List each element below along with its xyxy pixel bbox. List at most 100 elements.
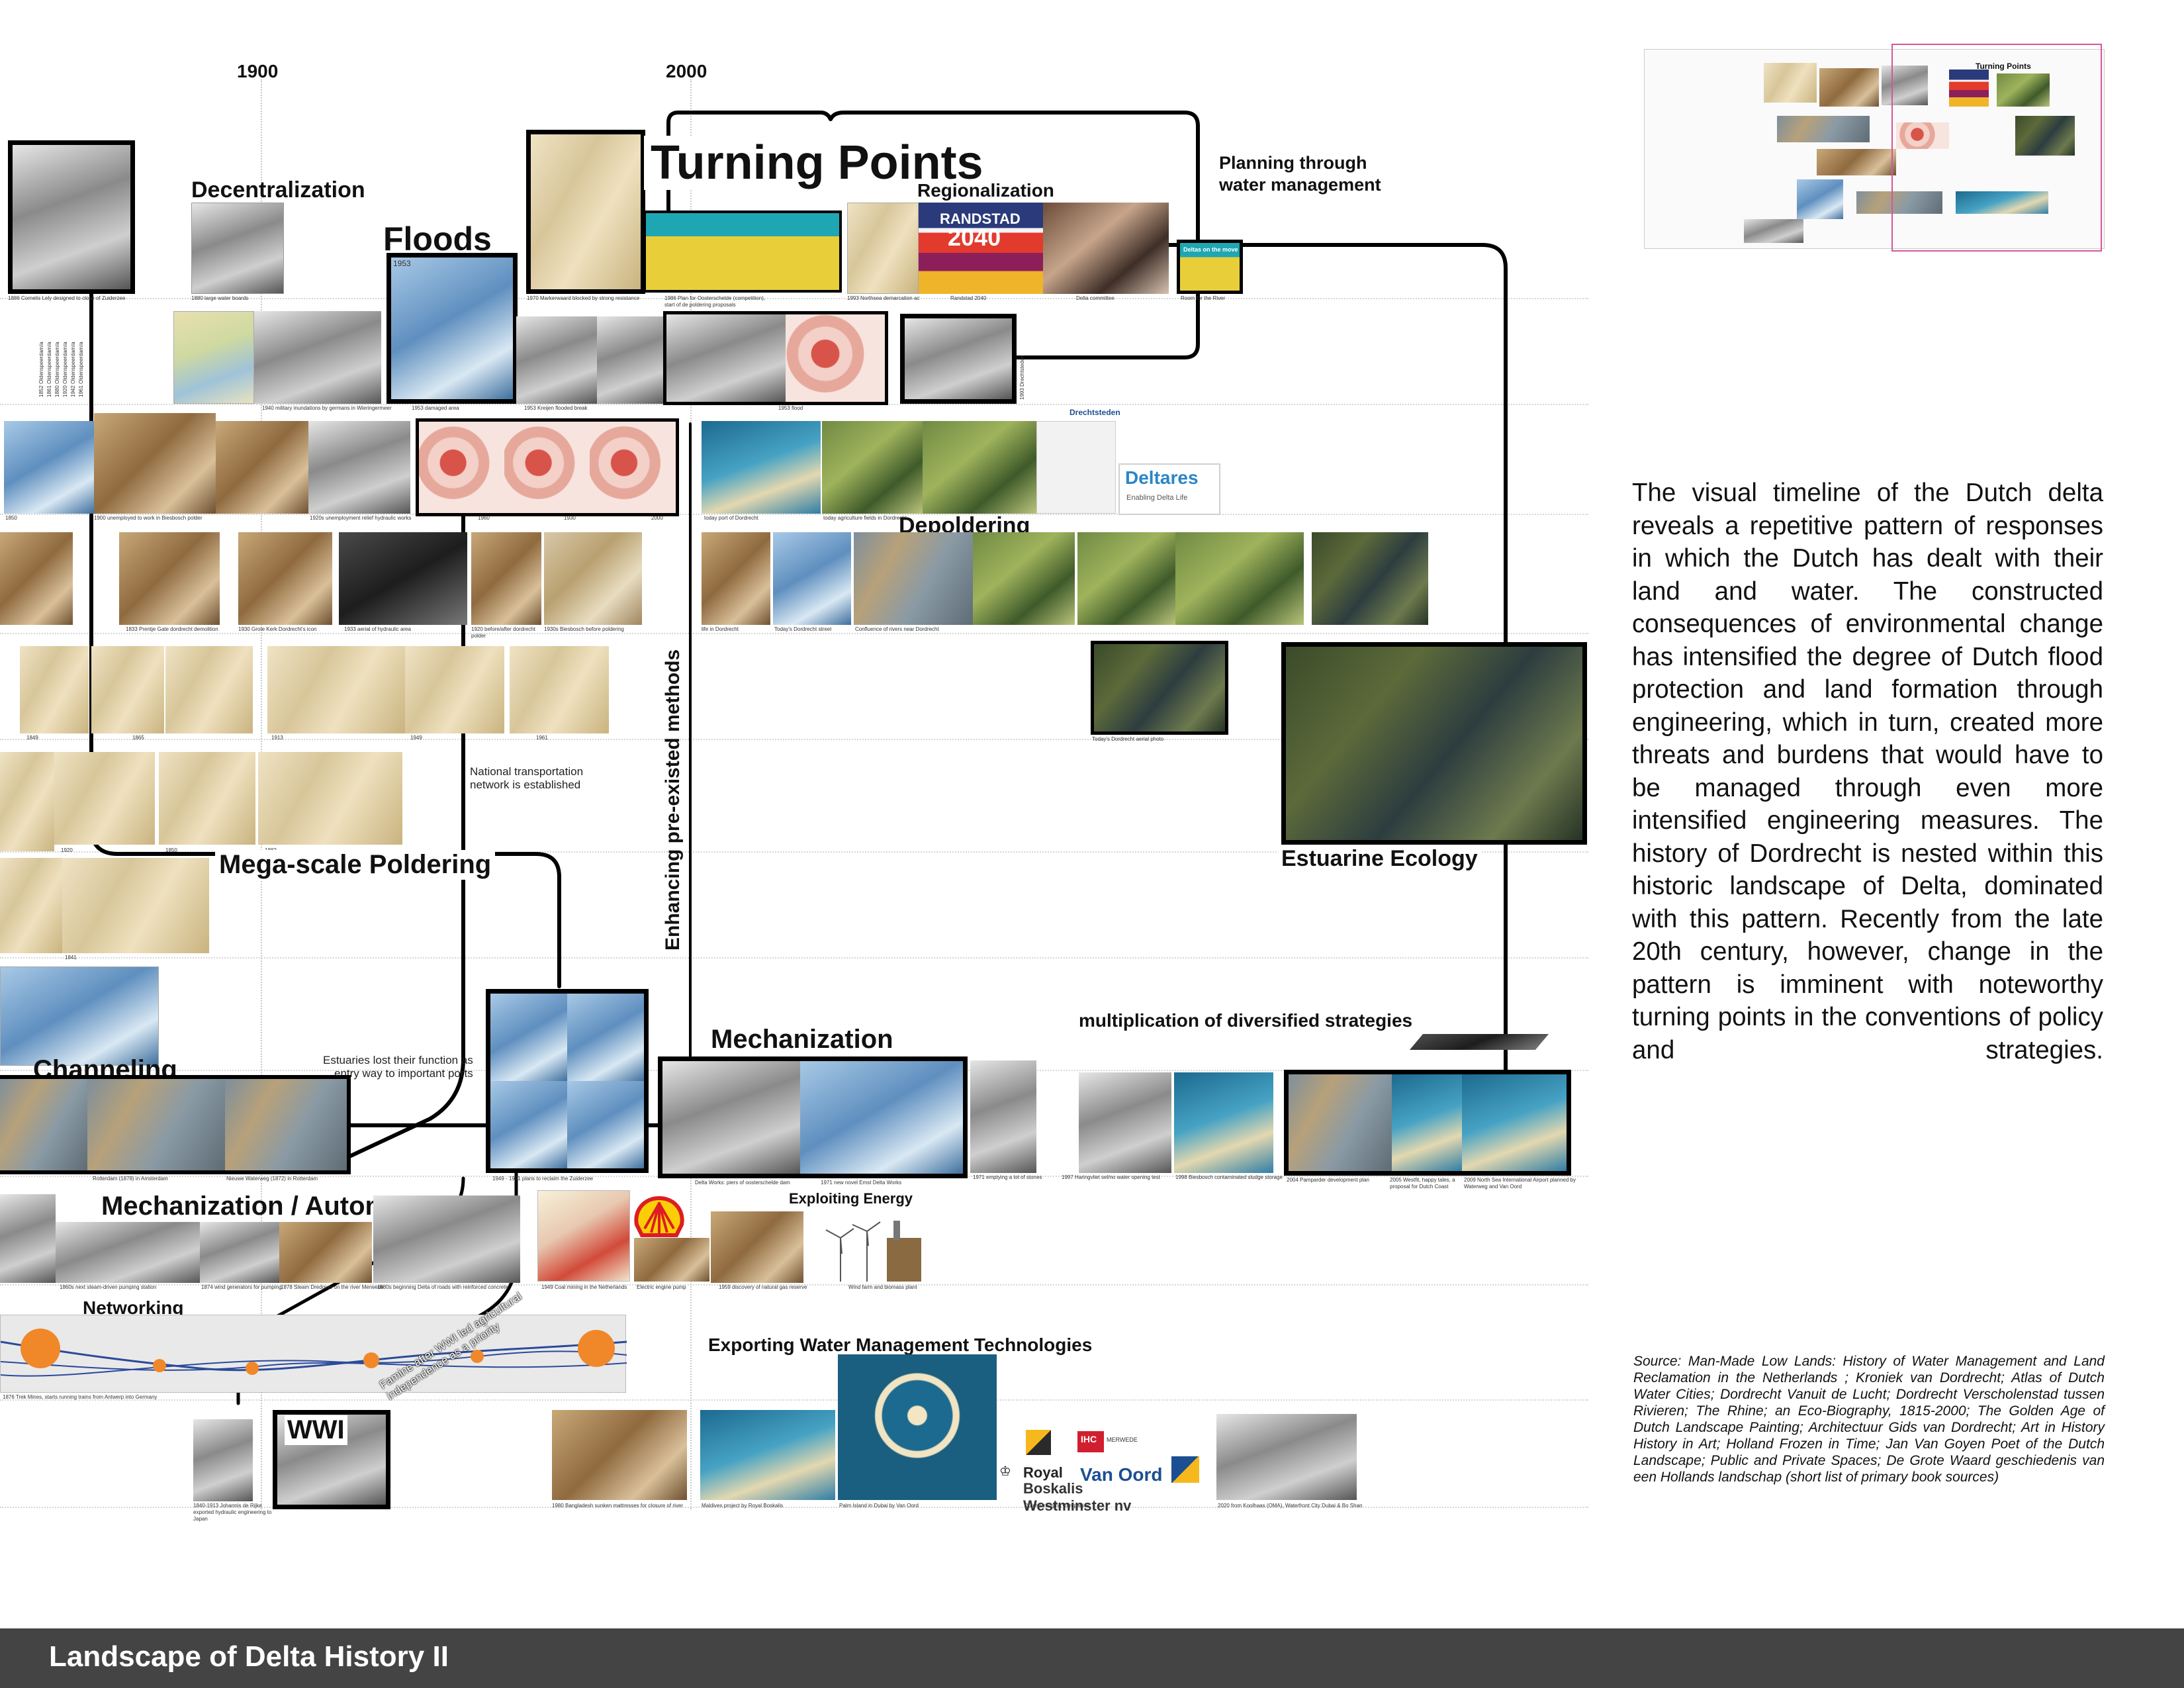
- rotterdam-aerial: [87, 1079, 225, 1170]
- annotation-transport: National transportation network is estab…: [470, 765, 584, 791]
- caption-1949: 1949: [410, 735, 422, 741]
- theme-enhancing-methods: Enhancing pre-existed methods: [662, 649, 684, 951]
- theme-turning-points: Turning Points: [644, 136, 990, 190]
- theme-mega-poldering: Mega-scale Poldering: [215, 850, 496, 880]
- risk-map-1960: [419, 422, 504, 513]
- historic-map-1913: [267, 646, 405, 733]
- theme-multiplication: multiplication of diversified strategies: [1079, 1010, 1413, 1031]
- caption-oosterschelde: 1986 Plan for Oosterschelde (competition…: [664, 295, 766, 308]
- caption-port: today port of Dordrecht: [704, 515, 758, 521]
- gas-platform-illustration: [711, 1211, 803, 1283]
- relief-works-photo: [308, 421, 410, 514]
- caption-confluence: Confluence of rivers near Dordrecht: [855, 626, 939, 632]
- caption-map-1920: 1920: [61, 847, 73, 853]
- theme-planning: Planning through water management: [1219, 153, 1381, 195]
- caption-water-boards: 1880 large water boards: [191, 295, 249, 301]
- historic-map-1866: [91, 646, 164, 733]
- wetland-sat-photo: [1312, 532, 1428, 625]
- waterfront-city-model: [1216, 1414, 1357, 1500]
- de-rijke-statue-photo: [193, 1419, 253, 1501]
- caption-polder-before: 1920 before/after dordrecht polder: [471, 626, 535, 639]
- flood-break-photo-2: [597, 316, 668, 404]
- caption-1850: 1850: [5, 515, 17, 521]
- biesbosch-aerial-photo: [544, 532, 642, 625]
- caption-wind-gen: 1874 wind generators for pumping: [201, 1284, 282, 1290]
- caption-wind-farm: Wind farm and biomass plant: [848, 1284, 917, 1290]
- theme-networking: Networking: [83, 1297, 184, 1318]
- randstad-year: 2040: [948, 224, 1001, 251]
- overview-thumbnail: Turning Points: [1644, 49, 2105, 249]
- channel-aerial-1: [0, 1079, 87, 1170]
- flood-break-photo-1: [516, 316, 597, 404]
- palm-island-photo: [838, 1354, 997, 1500]
- wetland-aerial-photo: [1175, 532, 1304, 625]
- river-confluence-photo: [854, 532, 973, 625]
- deltas-report-title: Deltas on the move: [1183, 246, 1238, 253]
- caption-1849: 1849: [26, 735, 38, 741]
- electric-pump-photo: [634, 1238, 709, 1282]
- caption-airport: 2009 North Sea International Airport pla…: [1464, 1177, 1576, 1190]
- caption-1961: 1961: [536, 735, 548, 741]
- caption-inundation: 1940 military inundations by germans in …: [262, 405, 392, 411]
- agriculture-fields-photo: [822, 421, 923, 514]
- dordrecht-tower-photo: [702, 532, 770, 625]
- caption-dredgers: 1878 Steam Dredgers on the river Merwede: [281, 1284, 384, 1290]
- caption-lely: 1886 Cornelis Lely designed to close of …: [8, 295, 126, 301]
- delta-satellite-image: [1281, 642, 1587, 845]
- caption-biesbosch-before: 1930s Biesbosch before poldering: [544, 626, 624, 632]
- coal-mining-poster: [537, 1190, 630, 1282]
- northsea-airport-plan: [1462, 1074, 1567, 1171]
- future-projects-frame: [1284, 1070, 1571, 1176]
- historic-map-1841: [0, 858, 62, 953]
- caption-coal: 1949 Coal mining in the Netherlands: [541, 1284, 627, 1290]
- oosterschelde-plan-map: [643, 211, 842, 293]
- concrete-roads-photo: [373, 1196, 520, 1283]
- sludge-storage-photo: [1174, 1072, 1273, 1173]
- markerwaard-map: [526, 130, 645, 294]
- lely-portrait-image: [8, 140, 135, 294]
- historic-map-1849: [20, 646, 89, 733]
- dordrecht-street-photo: [773, 532, 851, 625]
- row-divider: [0, 514, 1588, 515]
- haringvliet-photo: [1079, 1072, 1171, 1173]
- inundation-church-photo: [254, 311, 381, 404]
- drechtsteden-plaque: [900, 314, 1017, 404]
- flood-risk-maps-frame: [416, 418, 679, 516]
- zuiderzee-map-1880: [258, 752, 402, 845]
- zuiderzee-plan-4: [567, 1081, 644, 1168]
- caption-northsea: 1993 Northsea demarcation act: [847, 295, 920, 301]
- wind-generator-photo: [200, 1222, 279, 1283]
- flood-photos-frame: [663, 311, 888, 405]
- caption-electric: Electric engine pump: [637, 1284, 686, 1290]
- caption-haringvliet: 1997 Haringvliet sel/no water opening te…: [1062, 1174, 1160, 1180]
- prentje-gate-photo: [119, 532, 220, 625]
- row-divider: [0, 739, 1588, 740]
- risk-map-2000: [590, 422, 676, 513]
- drechtsteden-diagram: [1036, 421, 1116, 514]
- caption-de-rijke: 1840-1913 Johannis de Rijke exported hyd…: [193, 1503, 272, 1522]
- caption-kreijen: 1953 Kreijen flooded break: [524, 405, 588, 411]
- caption-bangladesh: 1980 Bangladesh sunken mattresses for cl…: [552, 1503, 683, 1509]
- risk-map-1970: [504, 422, 590, 513]
- zuiderzee-plan-2: [567, 994, 644, 1081]
- caption-stones: 1971 emptying a lot of stones: [973, 1174, 1042, 1180]
- boskalis-icon: [1026, 1430, 1051, 1455]
- caption-concrete: 1880s beginning Delta of roads with rein…: [377, 1284, 508, 1290]
- footer-title: Landscape of Delta History II: [49, 1640, 449, 1673]
- caption-2000: 2000: [651, 515, 663, 521]
- delta-works-frame: [658, 1056, 968, 1178]
- caption-delta-arches: 1971 new novel Emst Delta Works: [821, 1180, 902, 1186]
- royal-icon: ♔: [999, 1464, 1011, 1479]
- row-divider: [0, 633, 1588, 634]
- caption-prentje: 1833 Prentje Gate dordrecht demolition: [126, 626, 218, 632]
- historic-map-1949: [405, 646, 504, 733]
- caption-1953-flood: 1953 flood: [778, 405, 803, 411]
- caption-damaged-area: 1953 damaged area: [412, 405, 459, 411]
- overview-viewport-frame: [1891, 44, 2102, 252]
- polder-before-after-photo: [471, 532, 541, 625]
- caption-randstad: Randstad 2040: [950, 295, 987, 301]
- biesbosch-workers-photo: [94, 413, 216, 514]
- caption-delta-committee: Delta committee: [1076, 295, 1115, 301]
- steam-pump-photo: [56, 1222, 200, 1283]
- year-label-1900: 1900: [237, 61, 279, 81]
